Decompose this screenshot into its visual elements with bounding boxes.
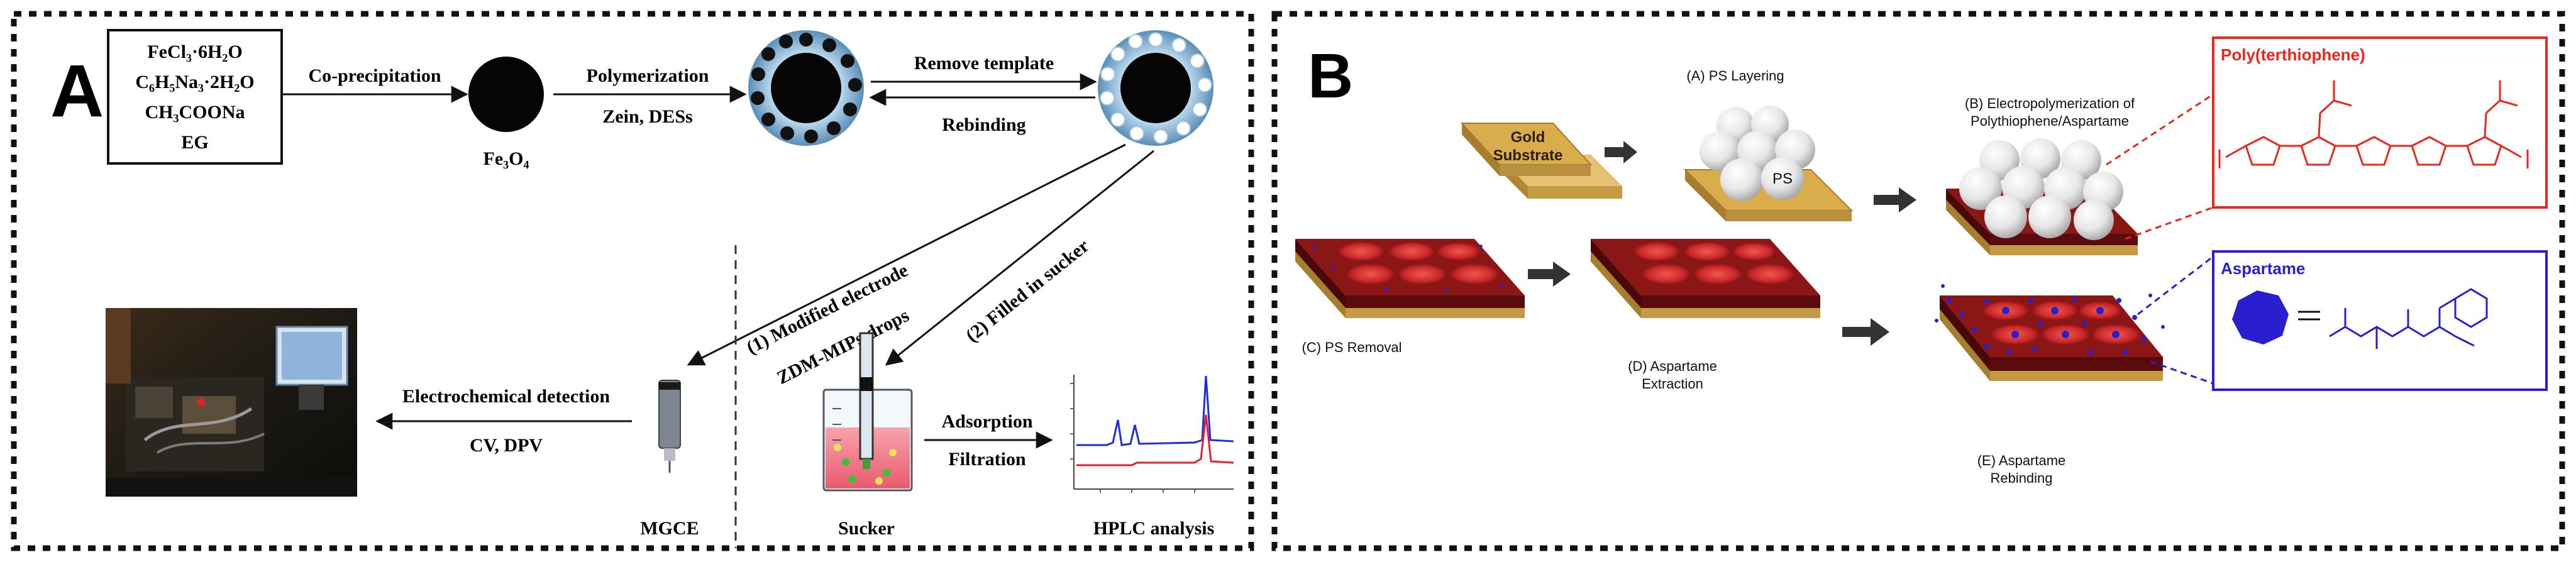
poly-terthiophene-box: Poly(terthiophene) <box>2212 36 2548 209</box>
arrow-to-sucker <box>885 150 1154 366</box>
hplc-trace-blue <box>1076 375 1234 446</box>
arrow-to-mgce <box>687 143 1126 366</box>
label-step-e-1: (E) Aspartame <box>1977 453 2066 468</box>
label-rebinding: Rebinding <box>942 114 1025 135</box>
mip-with-template <box>748 30 864 146</box>
reagent-3: CH₃COONa <box>145 102 245 123</box>
reagent-box <box>107 29 283 165</box>
label-cv-dpv: CV, DPV <box>470 435 543 456</box>
label-step-d-1: (D) Aspartame <box>1628 358 1717 374</box>
arrow-c-to-d <box>1528 262 1571 287</box>
arrow-d-to-e <box>1842 318 1889 346</box>
cavities-d <box>1634 242 1794 284</box>
panel-a-frame <box>11 11 1254 551</box>
hplc-chromatogram <box>1070 375 1234 493</box>
label-aspartame: Aspartame <box>2221 259 2305 278</box>
ps-layer-block <box>1683 106 1854 221</box>
label-filtration: Filtration <box>948 449 1026 470</box>
label-step-e-2: Rebinding <box>1990 470 2052 486</box>
label-step-c: (C) PS Removal <box>1302 339 1402 355</box>
label-sucker: Sucker <box>838 518 895 539</box>
label-step-b-2: Polythiophene/Aspartame <box>1971 113 2129 129</box>
label-mgce: MGCE <box>640 518 699 539</box>
label-electrochemical-detection: Electrochemical detection <box>402 386 610 407</box>
label-zein-dess: Zein, DESs <box>602 106 692 127</box>
mgce-electrode <box>658 380 681 473</box>
reagent-4: EG <box>181 132 208 153</box>
label-coprecipitation: Co-precipitation <box>308 65 441 86</box>
aspartame-symbol <box>2232 290 2289 344</box>
label-substrate: Substrate <box>1493 147 1563 164</box>
label-fe3o4: Fe₃O₄ <box>484 148 529 169</box>
panel-b: B Gold Substrate (A) PS Layering <box>1271 11 2565 551</box>
connector-poly-bottom <box>2125 206 2214 240</box>
cavities-c <box>1339 242 1498 284</box>
label-gold: Gold <box>1511 129 1545 146</box>
sucker-beaker <box>822 332 913 492</box>
aspartame-extraction-block <box>1591 239 1820 318</box>
label-step-b-1: (B) Electropolymerization of <box>1965 96 2135 111</box>
connector-aspartame-bottom <box>2150 360 2214 385</box>
connector-aspartame-top <box>2137 255 2214 316</box>
panel-a: A FeCl₃·6H₂O C₆H₅Na₃·2H₂O CH₃COONa EG Co… <box>11 11 1254 551</box>
terthiophene-structure <box>2218 80 2529 168</box>
aspartame-box: Aspartame <box>2212 250 2548 391</box>
panel-b-letter: B <box>1308 41 1353 111</box>
label-adsorption: Adsorption <box>941 411 1032 432</box>
reagent-1: FeCl₃·6H₂O <box>147 41 242 62</box>
aspartame-rebinding-block <box>1935 284 2165 381</box>
label-hplc-analysis: HPLC analysis <box>1093 518 1215 539</box>
arrow-gold-to-ps <box>1605 141 1637 163</box>
label-ps: PS <box>1772 170 1793 187</box>
lab-photo <box>106 308 357 497</box>
mip-without-template <box>1098 30 1213 146</box>
label-polymerization: Polymerization <box>587 65 709 86</box>
bound-aspartame-dots <box>1935 284 2165 355</box>
ps-removal-block <box>1295 239 1525 318</box>
label-step-d-2: Extraction <box>1642 376 1703 392</box>
panel-a-letter: A <box>50 50 104 133</box>
reagent-2: C₆H₅Na₃·2H₂O <box>135 72 254 92</box>
arrow-ps-to-electropoly <box>1874 187 1916 212</box>
label-remove-template: Remove template <box>914 53 1054 74</box>
label-step-a: (A) PS Layering <box>1686 68 1784 84</box>
label-poly-terthiophene: Poly(terthiophene) <box>2221 45 2365 64</box>
ps-spheres <box>1700 106 1815 201</box>
hplc-trace-red <box>1076 414 1234 466</box>
electropoly-spheres <box>1959 138 2123 240</box>
fe3o4-particle <box>468 57 544 132</box>
electropoly-block <box>1946 138 2138 255</box>
panel-b-frame <box>1271 11 2565 551</box>
gold-substrate <box>1460 123 1622 199</box>
aspartame-structure <box>2329 288 2488 349</box>
